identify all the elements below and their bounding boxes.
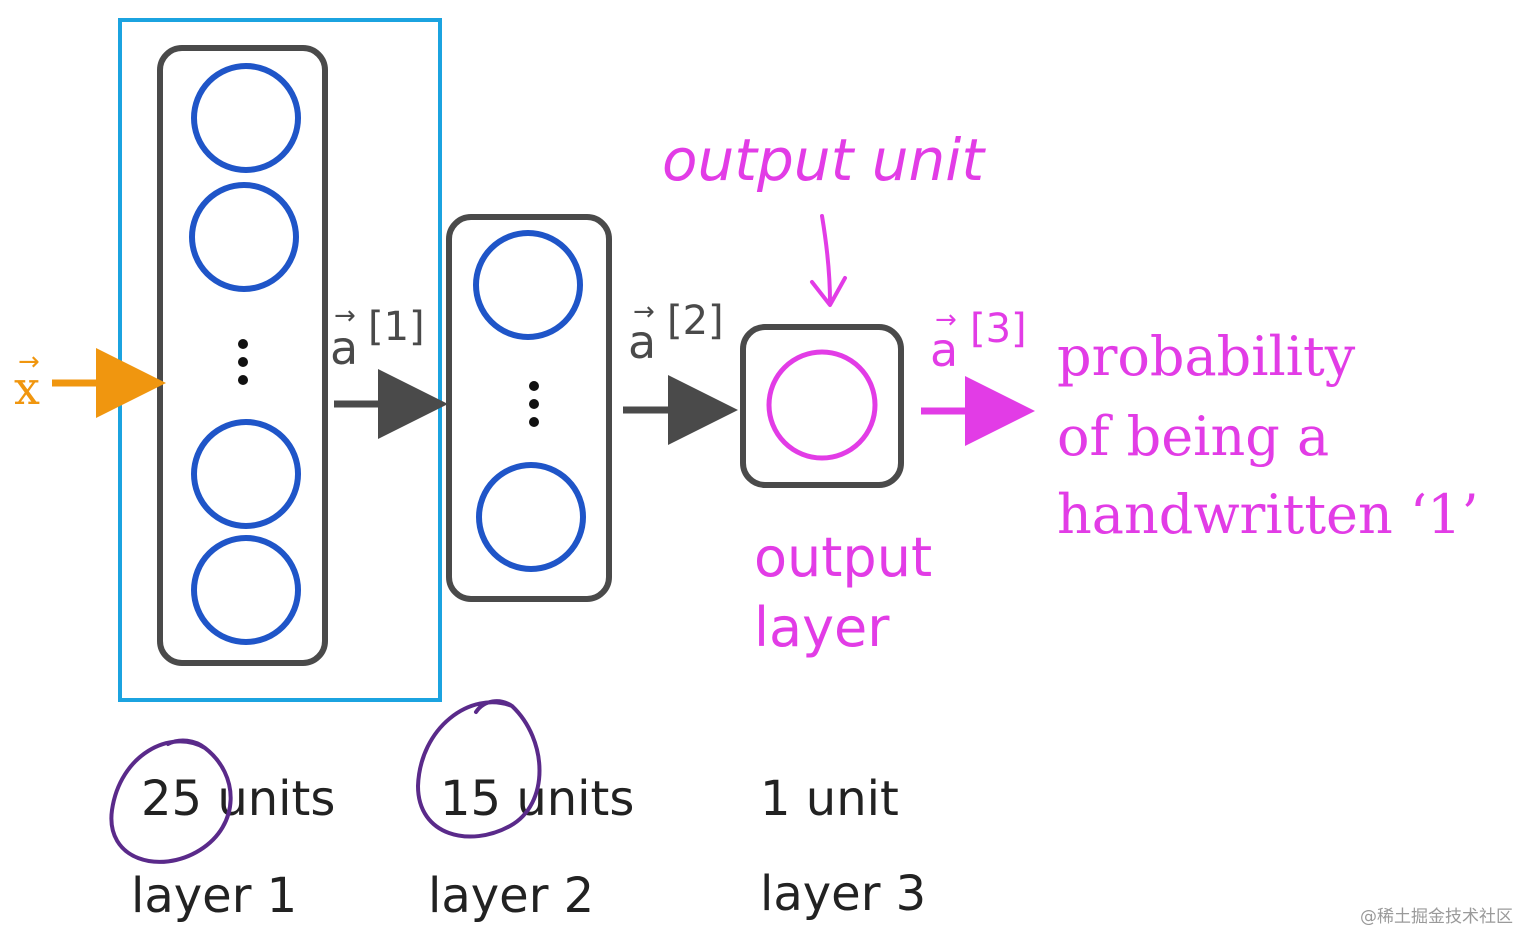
layer2-neuron	[473, 230, 583, 340]
output-unit-annotation: output unit	[662, 126, 986, 194]
activation3-vec-accent: →	[935, 305, 957, 335]
layer1-frame	[157, 45, 328, 666]
layer1-units-label: 25 units	[141, 771, 335, 827]
layer1-neuron	[191, 535, 301, 645]
layer2-ellipsis-dot	[529, 399, 539, 409]
layer1-neuron	[191, 63, 301, 173]
hand-circle-15	[415, 699, 542, 839]
activation3-superscript: [3]	[970, 306, 1027, 352]
layer2-frame	[446, 214, 612, 602]
input-x-label: x	[14, 361, 40, 415]
activation2-superscript: [2]	[667, 298, 724, 344]
layer1-neuron	[189, 182, 299, 292]
probability-line1: probability	[1057, 325, 1356, 388]
probability-line2: of being a	[1057, 405, 1329, 468]
output-layer-label-line1: output	[754, 526, 932, 589]
layer1-highlight-box	[118, 18, 442, 702]
hand-circle-25	[109, 738, 233, 864]
layer2-ellipsis-dot	[529, 381, 539, 391]
activation3-base: a	[930, 323, 958, 377]
layer1-label: layer 1	[131, 868, 297, 924]
layer1-ellipsis-dot	[238, 357, 248, 367]
activation2-base: a	[628, 315, 656, 369]
watermark-text: @稀土掘金技术社区	[1360, 907, 1513, 927]
activation1-superscript: [1]	[368, 304, 425, 350]
layer1-ellipsis-dot	[238, 339, 248, 349]
output-layer-frame	[740, 324, 904, 488]
layer2-ellipsis-dot	[529, 417, 539, 427]
layer2-label: layer 2	[428, 868, 594, 924]
layer3-label: layer 3	[760, 866, 926, 922]
activation1-vec-accent: →	[334, 301, 356, 331]
activation1-base: a	[330, 321, 358, 375]
output-neuron	[766, 349, 878, 461]
output-layer-label-line2: layer	[754, 596, 890, 659]
output-unit-pointer-arrow	[810, 214, 847, 307]
layer3-units-label: 1 unit	[760, 771, 899, 827]
input-x-arrow-accent: →	[18, 347, 40, 377]
layer2-neuron	[476, 462, 586, 572]
probability-line3: handwritten ‘1’	[1057, 483, 1479, 546]
layer1-ellipsis-dot	[238, 375, 248, 385]
layer1-neuron	[191, 419, 301, 529]
activation2-vec-accent: →	[633, 297, 655, 327]
